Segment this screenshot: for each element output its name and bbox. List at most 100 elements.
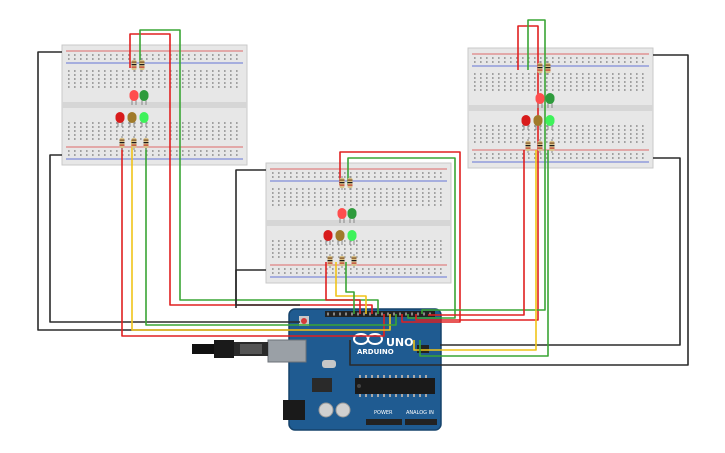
chip-pin xyxy=(377,394,379,397)
car-led-green[interactable] xyxy=(347,230,357,245)
car-resistor-red[interactable] xyxy=(327,254,333,268)
ped-led-green[interactable] xyxy=(545,93,555,108)
car-led-yellow[interactable] xyxy=(335,230,345,245)
breadboard-hole xyxy=(110,126,112,128)
breadboard-hole xyxy=(440,248,442,250)
breadboard-hole xyxy=(380,252,382,254)
wire-red-right-car[interactable] xyxy=(428,150,525,316)
ped-led-red[interactable] xyxy=(535,93,545,108)
capacitor-1 xyxy=(318,402,334,418)
car-resistor-yellow[interactable] xyxy=(339,254,345,268)
ped-led-red[interactable] xyxy=(337,208,347,223)
breadboard-hole xyxy=(110,70,112,72)
wire-black-mid-outer[interactable] xyxy=(235,169,300,306)
breadboard-hole xyxy=(188,150,190,152)
breadboard-hole xyxy=(68,154,70,156)
breadboard-hole xyxy=(344,200,346,202)
wire-green-right-car[interactable] xyxy=(419,150,549,357)
breadboard-hole xyxy=(164,126,166,128)
breadboard-hole xyxy=(338,268,340,270)
car-led-red[interactable] xyxy=(521,115,531,130)
breadboard-hole xyxy=(200,150,202,152)
wire-red-left-ped[interactable] xyxy=(129,33,373,314)
breadboard-hole xyxy=(534,133,536,135)
car-resistor-green[interactable] xyxy=(351,254,357,268)
wire-red-mid-ped[interactable] xyxy=(339,151,461,323)
car-resistor-green[interactable] xyxy=(143,136,149,150)
wire-black-right-inner[interactable] xyxy=(440,157,681,346)
components xyxy=(115,58,555,268)
car-resistor-red[interactable] xyxy=(119,136,125,150)
wire-yellow-left-car[interactable] xyxy=(131,140,391,331)
breadboard-hole xyxy=(440,252,442,254)
breadboard-hole xyxy=(522,133,524,135)
breadboard-hole xyxy=(308,268,310,270)
breadboard-hole xyxy=(140,130,142,132)
chip-pin xyxy=(365,375,367,378)
ped-resistor-green[interactable] xyxy=(545,61,551,75)
breadboard-hole xyxy=(152,154,154,156)
ped-led-green[interactable] xyxy=(347,208,357,223)
car-led-green[interactable] xyxy=(545,115,555,130)
breadboard-hole xyxy=(386,196,388,198)
car-resistor-yellow[interactable] xyxy=(537,139,543,153)
breadboard-hole xyxy=(308,256,310,258)
car-led-red[interactable] xyxy=(115,112,125,127)
breadboard-hole xyxy=(510,125,512,127)
breadboard-hole xyxy=(212,134,214,136)
wire-green-mid-car[interactable] xyxy=(345,262,355,314)
breadboard-hole xyxy=(350,244,352,246)
breadboard-hole xyxy=(428,196,430,198)
breadboard-hole xyxy=(344,256,346,258)
breadboard-middle[interactable] xyxy=(265,162,452,284)
breadboard-hole xyxy=(152,54,154,56)
wire-yellow-mid-car[interactable] xyxy=(335,262,367,314)
ped-resistor-green[interactable] xyxy=(347,176,353,190)
breadboard-hole xyxy=(152,78,154,80)
breadboard-hole xyxy=(332,252,334,254)
breadboard-hole xyxy=(326,188,328,190)
wire-black-left-inner[interactable] xyxy=(49,154,300,323)
ped-resistor-red[interactable] xyxy=(537,61,543,75)
breadboard-hole xyxy=(636,133,638,135)
ped-resistor-red[interactable] xyxy=(131,58,137,72)
ped-resistor-green[interactable] xyxy=(139,58,145,72)
car-led-green[interactable] xyxy=(139,112,149,127)
breadboard-hole xyxy=(230,134,232,136)
ped-led-green[interactable] xyxy=(139,90,149,105)
reset-button-cap[interactable] xyxy=(301,318,307,324)
breadboard-hole xyxy=(428,240,430,242)
breadboard-hole xyxy=(200,54,202,56)
car-led-yellow[interactable] xyxy=(127,112,137,127)
wire-green-right-ped[interactable] xyxy=(421,19,546,314)
breadboard-hole xyxy=(350,172,352,174)
breadboard-hole xyxy=(80,70,82,72)
wire-red-mid-car[interactable] xyxy=(325,262,361,314)
wire-black-right-outer[interactable] xyxy=(349,54,689,366)
arduino-uno-board[interactable]: ARDUINO UNO POWER ANALOG IN xyxy=(267,308,442,431)
breadboard-right[interactable] xyxy=(467,47,654,169)
wire-green-left-car[interactable] xyxy=(145,140,397,326)
car-resistor-green[interactable] xyxy=(549,139,555,153)
breadboard-hole xyxy=(98,126,100,128)
breadboard-hole xyxy=(588,85,590,87)
wire-red-right-ped[interactable] xyxy=(415,25,539,321)
breadboard-left[interactable] xyxy=(61,44,248,166)
breadboard-hole xyxy=(200,122,202,124)
ped-resistor-red[interactable] xyxy=(339,176,345,190)
breadboard-hole xyxy=(594,153,596,155)
breadboard-hole xyxy=(606,57,608,59)
breadboard-hole xyxy=(618,141,620,143)
wire-green-left-ped[interactable] xyxy=(139,29,379,314)
breadboard-hole xyxy=(546,137,548,139)
wire-green-mid-ped[interactable] xyxy=(347,157,456,319)
car-led-red[interactable] xyxy=(323,230,333,245)
wire-black-mid-inner[interactable] xyxy=(235,269,266,308)
wire-yellow-right-car[interactable] xyxy=(413,150,537,351)
car-led-yellow[interactable] xyxy=(533,115,543,130)
breadboard-hole xyxy=(528,137,530,139)
ped-led-red[interactable] xyxy=(129,90,139,105)
car-resistor-red[interactable] xyxy=(525,139,531,153)
car-resistor-yellow[interactable] xyxy=(131,136,137,150)
resistor-band xyxy=(537,145,543,147)
